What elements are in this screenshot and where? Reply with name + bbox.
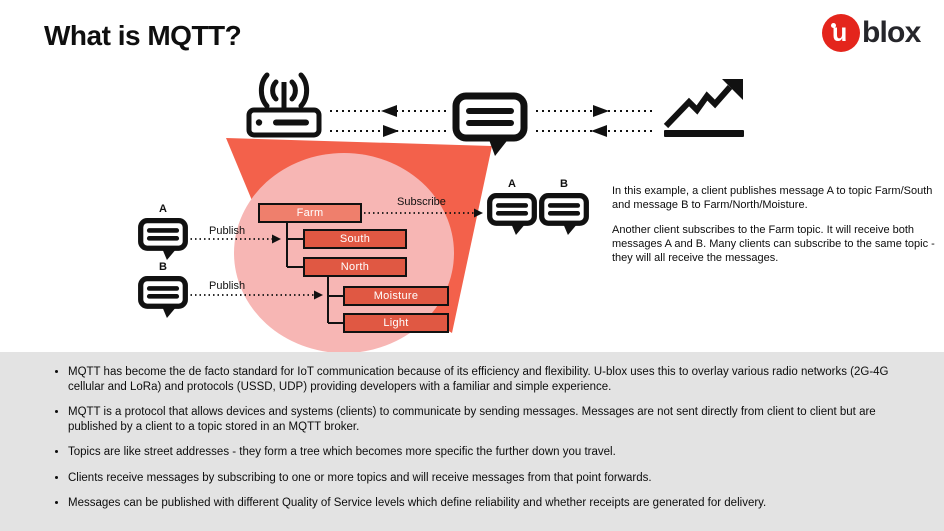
arrow-left-icon [381,105,397,117]
topic-box-south: South [303,229,407,249]
bullet-item: Topics are like street addresses - they … [68,445,906,460]
line-chart-icon [663,79,744,137]
arrow-left-icon [591,125,607,137]
publisher-b-label: B [159,261,167,273]
bullet-list: MQTT has become the de facto standard fo… [0,352,944,511]
arrow-right-icon [272,234,281,244]
ublox-logo: u blox [822,13,940,53]
broker-message-bubble-icon [452,92,528,156]
bullet-panel: MQTT has become the de facto standard fo… [0,352,944,531]
arrow-right-icon [593,105,609,117]
subscriber-a-label: A [508,178,516,190]
topic-box-moisture: Moisture [343,286,449,306]
subscriber-a-message-bubble-icon [487,193,537,235]
page-title: What is MQTT? [44,20,242,51]
example-text-block: In this example, a client publishes mess… [612,184,939,276]
ublox-logo-circle-icon: u [822,14,860,52]
subscriber-b-message-bubble-icon [539,193,589,235]
subscribe-label: Subscribe [397,196,446,208]
bullet-item: MQTT has become the de facto standard fo… [68,365,906,394]
publish-b-label: Publish [209,280,246,292]
publisher-b-message-bubble-icon [138,276,188,318]
bullet-item: Clients receive messages by subscribing … [68,471,906,486]
router-icon [246,72,322,138]
publisher-a-label: A [159,203,167,215]
bullet-item: MQTT is a protocol that allows devices a… [68,405,906,434]
arrow-right-icon [383,125,399,137]
topic-tree-connectors [286,223,343,324]
bullet-item: Messages can be published with different… [68,496,906,511]
topic-box-north: North [303,257,407,277]
subscriber-b-label: B [560,178,568,190]
arrow-right-icon [314,290,323,300]
arrow-right-icon [474,208,483,218]
ublox-logo-dot-icon [831,23,836,28]
topic-box-farm: Farm [258,203,362,223]
ublox-logo-text: blox [862,16,921,49]
publisher-a-message-bubble-icon [138,218,188,260]
topic-box-light: Light [343,313,449,333]
example-paragraph-1: In this example, a client publishes mess… [612,185,933,211]
publish-a-label: Publish [209,225,246,237]
example-paragraph-2: Another client subscribes to the Farm to… [612,224,935,264]
